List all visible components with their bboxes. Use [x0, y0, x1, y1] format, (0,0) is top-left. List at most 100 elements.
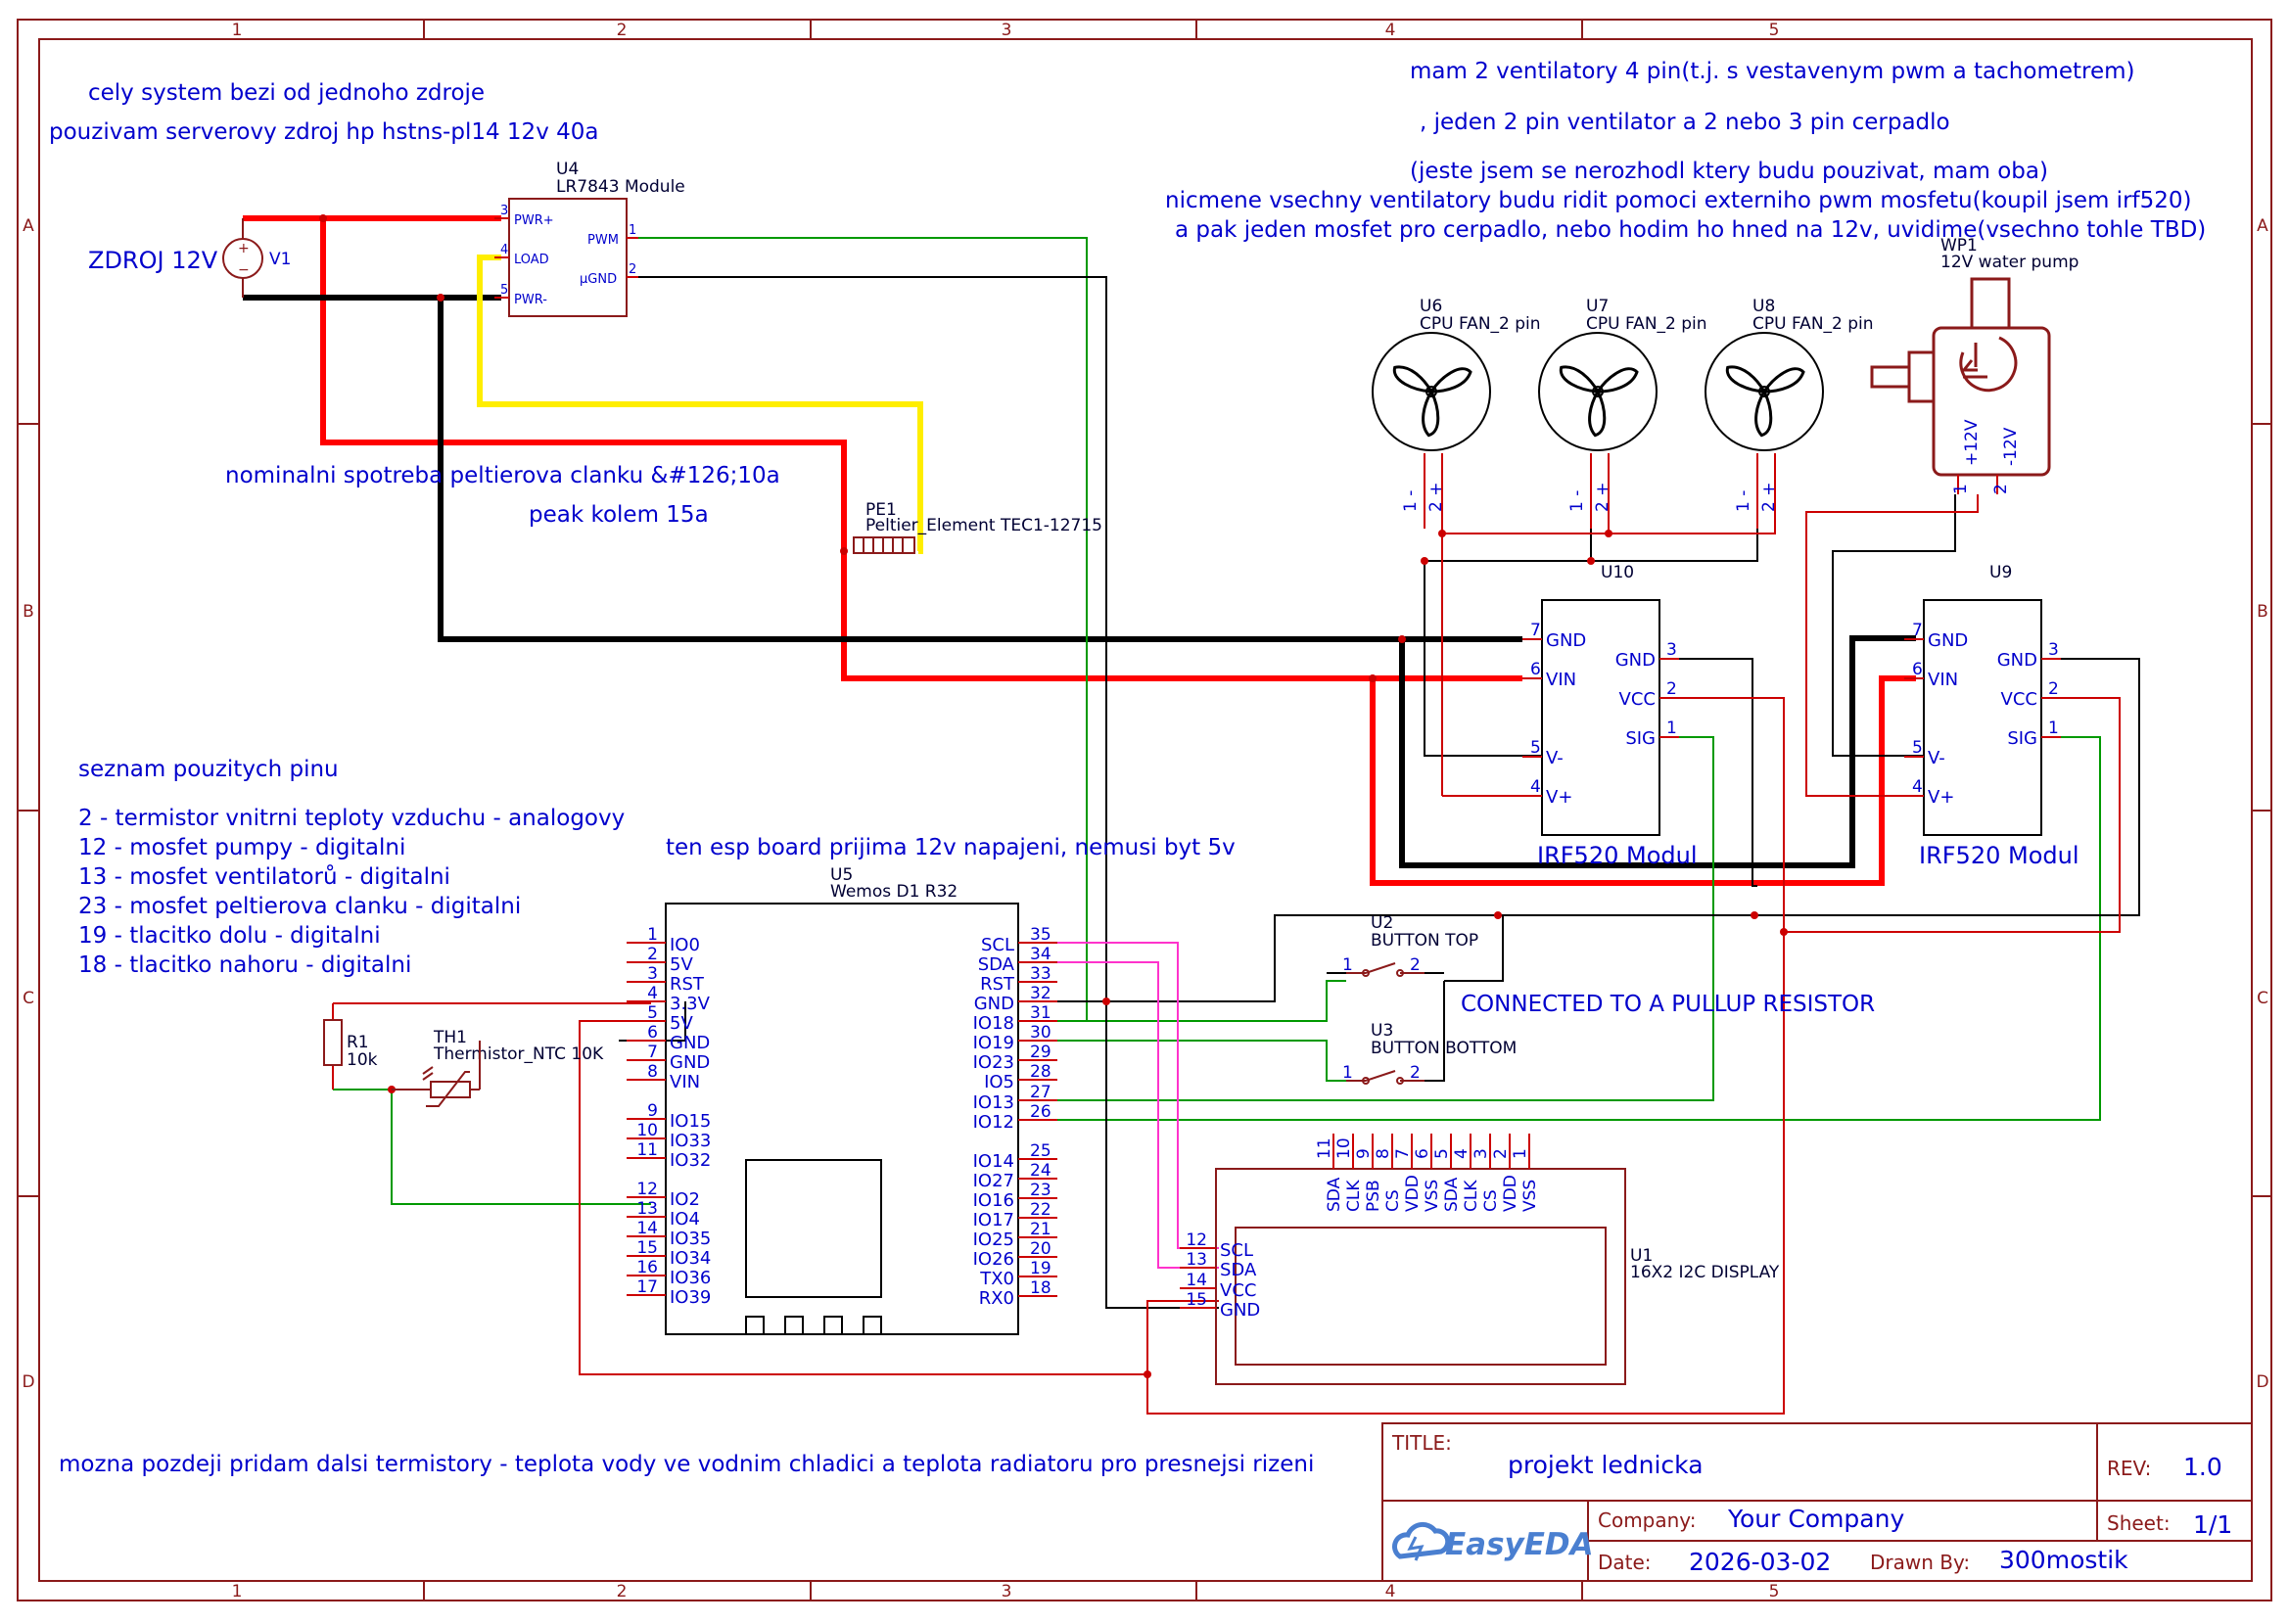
u5-pin-num: 15 [636, 1238, 658, 1258]
frame-row-labels: A B C D A B C D [22, 216, 2268, 1392]
u4-ref: U4 [556, 160, 579, 179]
u5-pin-num: 19 [1030, 1259, 1051, 1278]
u1-pin-num: 6 [1413, 1148, 1432, 1159]
col-label: 5 [1769, 21, 1780, 40]
th1-ref: TH1 [433, 1028, 467, 1047]
u5-pin-num: 27 [1030, 1083, 1051, 1102]
note-fans5: a pak jeden mosfet pro cerpadlo, nebo ho… [1175, 217, 2206, 243]
pe1-name: Peltier_Element TEC1-12715 [865, 516, 1102, 535]
u5-pin-name: VIN [670, 1072, 700, 1092]
u1-pin-num: 15 [1186, 1290, 1207, 1310]
u5-pin-name: IO39 [670, 1287, 711, 1308]
u1-pin-name: VDD [1501, 1175, 1520, 1212]
note-system2: pouzivam serverovy zdroj hp hstns-pl14 1… [49, 119, 598, 145]
fan-pin: 1 - [1401, 490, 1421, 512]
u5-pin-num: 7 [647, 1043, 658, 1062]
sheet-value: 1/1 [2193, 1510, 2232, 1539]
power-supply-v1: + − V1 ZDROJ 12V [88, 218, 291, 298]
irf-pin-name: GND [1546, 630, 1586, 651]
fan-pin-labels: 1 - 2 + 1 - 2 + 1 - 2 + [1401, 483, 1779, 512]
note-fans3: (jeste jsem se nerozhodl ktery budu pouz… [1410, 159, 2048, 184]
wp1-pin-num: 2 [1991, 484, 2011, 494]
u5-pin-name: IO23 [973, 1052, 1014, 1073]
irf-pin-name: VIN [1546, 670, 1576, 690]
note-system1: cely system bezi od jednoho zdroje [88, 80, 485, 106]
date-value: 2026-03-02 [1689, 1548, 1831, 1576]
fan-name: CPU FAN_2 pin [1586, 314, 1707, 334]
u1-ref: U1 [1630, 1246, 1653, 1266]
junction-dots [319, 214, 1788, 1378]
u2-name: BUTTON TOP [1371, 931, 1478, 951]
u5-pin-name: IO25 [973, 1230, 1014, 1250]
pe1-ref: PE1 [865, 500, 897, 520]
u5-pin-num: 10 [636, 1121, 658, 1140]
irf-pin-name: SIG [1625, 728, 1656, 749]
u5-pin-name: IO13 [973, 1092, 1014, 1113]
note-pin: 2 - termistor vnitrni teploty vzduchu - … [78, 806, 625, 831]
v1-plus: + [238, 241, 250, 256]
row-label: B [2257, 602, 2268, 622]
u5-pin-name: GND [670, 1052, 710, 1073]
col-label: 3 [1002, 1582, 1012, 1601]
u5-pin-num: 17 [636, 1277, 658, 1297]
u5-pin-name: IO35 [670, 1229, 711, 1249]
fan-ref: U8 [1752, 297, 1775, 316]
u5-pin-num: 35 [1030, 925, 1051, 945]
module-u4-lr7843: U4 LR7843 Module 3 PWR+ 4 LOAD 5 PWR- 1 … [494, 160, 685, 317]
fan-blade [1422, 388, 1440, 438]
thermistor-th1: TH1 Thermistor_NTC 10K [392, 1028, 604, 1107]
u1-pin-name: PSB [1364, 1180, 1383, 1212]
u5-pin-name: IO12 [973, 1112, 1014, 1133]
u5-pin-name: IO18 [973, 1013, 1014, 1034]
u5-pin-num: 28 [1030, 1062, 1051, 1082]
u1-pin-name: CS [1383, 1189, 1403, 1212]
u5-pin-num: 18 [1030, 1278, 1051, 1298]
u5-pin-num: 8 [647, 1062, 658, 1082]
fan-labels: U6 CPU FAN_2 pin U7 CPU FAN_2 pin U8 CPU… [1420, 297, 1874, 334]
u5-pin-name: SCL [981, 935, 1014, 955]
wp1-ref: WP1 [1940, 236, 1978, 255]
u4-pin-name: µGND [580, 272, 617, 287]
u4-pin-name: PWR- [514, 293, 547, 307]
fan-housing [1705, 332, 1824, 451]
fan-pin: 1 - [1567, 490, 1587, 512]
u5-pin-name: 5V [670, 954, 693, 975]
row-label: A [2257, 216, 2268, 236]
irf-pin-num: 3 [1666, 640, 1677, 660]
u5-pin-name: GND [974, 994, 1014, 1014]
thin-ground-wires [619, 276, 2140, 1309]
irf-pin-num: 1 [1666, 719, 1677, 738]
u1-pin-name: VSS [1423, 1180, 1442, 1212]
u5-pin-name: IO33 [670, 1131, 711, 1151]
u5-pin-num: 11 [636, 1140, 658, 1160]
row-label: A [23, 216, 34, 236]
u5-pin-num: 29 [1030, 1043, 1051, 1062]
u5-pin-name: 5V [670, 1013, 693, 1034]
irf-pin-num: 6 [1530, 660, 1541, 679]
u1-pin-num: 11 [1315, 1137, 1334, 1159]
u5-pin-num: 12 [636, 1180, 658, 1199]
fan-name: CPU FAN_2 pin [1752, 314, 1874, 334]
drawing-frame [17, 19, 2272, 1601]
u5-pin-num: 1 [647, 925, 658, 945]
drawn-label: Drawn By: [1870, 1551, 1970, 1574]
u5-pin-num: 21 [1030, 1220, 1051, 1239]
resistor-r1: R1 10k [323, 1019, 378, 1070]
i2c-wires [1052, 942, 1219, 1269]
u5-pin-num: 32 [1030, 984, 1051, 1003]
u5-pin-name: RST [980, 974, 1015, 995]
u9-ref: U9 [1989, 563, 2012, 582]
peltier-load-wire [477, 255, 923, 554]
u5-pin-num: 6 [647, 1023, 658, 1043]
u10-ref: U10 [1601, 563, 1634, 582]
note-future: mozna pozdeji pridam dalsi termistory - … [59, 1452, 1314, 1477]
u5-pin-num: 9 [647, 1101, 658, 1121]
v1-ref: V1 [269, 250, 291, 269]
u5-pin-num: 5 [647, 1003, 658, 1023]
u1-pin-num: 3 [1472, 1148, 1491, 1159]
note-fans2: , jeden 2 pin ventilator a 2 nebo 3 pin … [1420, 110, 1950, 135]
u3-pin: 2 [1410, 1063, 1421, 1083]
button-u3: U3 BUTTON BOTTOM 1 2 [1342, 1021, 1517, 1085]
irf-pin-num: 7 [1530, 621, 1541, 640]
